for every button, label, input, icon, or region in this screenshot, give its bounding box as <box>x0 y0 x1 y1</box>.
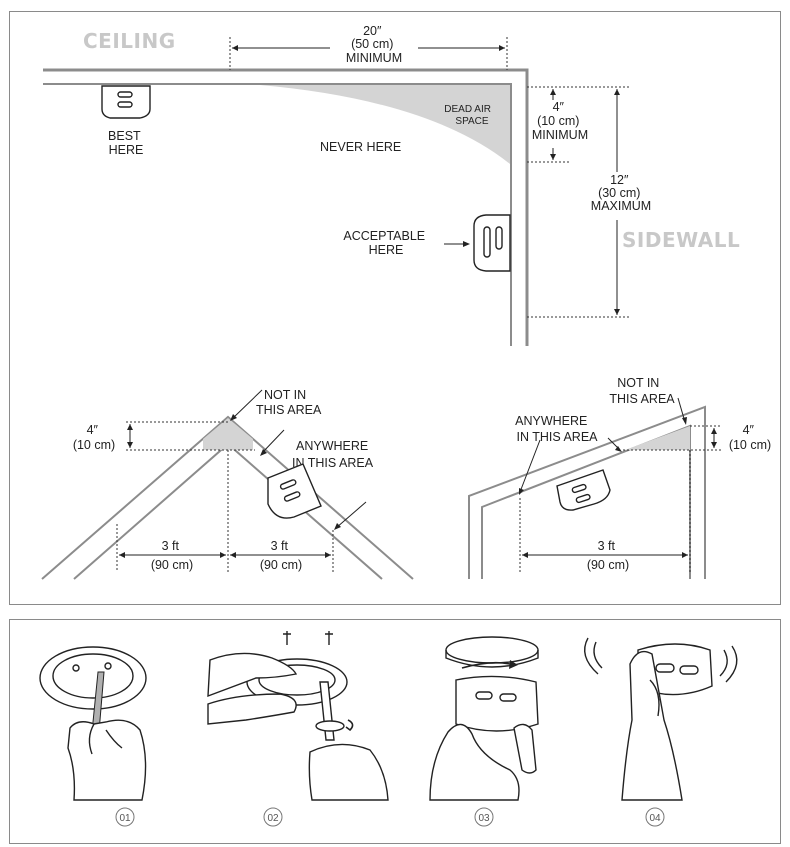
step-04-test-alarm-illustration <box>584 637 738 801</box>
dim-4-min-label: 4″ (10 cm) MINIMUM <box>532 100 588 142</box>
never-here-label: NEVER HERE <box>320 140 401 154</box>
installation-steps: 01 02 03 04 <box>39 631 738 827</box>
ceiling-heading: CEILING <box>83 29 176 53</box>
peak-dim-left-label: 3 ft (90 cm) <box>151 539 193 572</box>
dead-air-space-area <box>260 85 510 164</box>
dead-air-label: DEAD AIR SPACE <box>444 104 493 127</box>
sidewall-heading: SIDEWALL <box>622 228 740 252</box>
smoke-detector-peak-icon <box>267 463 322 519</box>
best-here-label: BEST HERE <box>108 129 144 157</box>
smoke-detector-slope-icon <box>556 469 611 511</box>
installation-steps-panel: 01 02 03 04 <box>9 619 781 844</box>
step-01-mark-holes-illustration <box>39 646 147 801</box>
peak-not-in-area-label: NOT IN THIS AREA <box>256 388 322 417</box>
sound-wave-left-icon <box>584 637 603 675</box>
peak-anywhere-label: ANYWHERE IN THIS AREA <box>292 439 374 470</box>
placement-diagram: CEILING SIDEWALL DEAD AIR SPACE 20″ (50 … <box>41 24 771 580</box>
slope-dim-4-label: 4″ (10 cm) <box>729 423 771 452</box>
step-01-number: 01 <box>119 813 131 824</box>
ceiling-outer-line <box>43 68 529 346</box>
step-03-number: 03 <box>478 813 490 824</box>
step-02-number: 02 <box>267 813 279 824</box>
dim-20-label: 20″ (50 cm) MINIMUM <box>346 24 402 65</box>
smoke-detector-wall-icon <box>473 214 511 272</box>
peaked-roof-outer <box>41 415 414 580</box>
slope-not-in-area-label: NOT IN THIS AREA <box>609 376 675 406</box>
sound-wave-right-icon <box>719 645 738 683</box>
smoke-detector-ceiling-icon <box>101 85 151 119</box>
ceiling-inner-line <box>43 83 512 346</box>
slope-dim-3ft-label: 3 ft (90 cm) <box>587 539 629 572</box>
sloped-roof-outer <box>468 405 706 579</box>
peak-dead-air-area <box>203 418 253 450</box>
rotate-arrow-icon <box>461 661 511 669</box>
placement-diagram-panel: CEILING SIDEWALL DEAD AIR SPACE 20″ (50 … <box>9 11 781 605</box>
step-03-attach-detector-illustration <box>429 636 539 801</box>
peak-dim-4-label: 4″ (10 cm) <box>73 423 115 452</box>
slope-dead-air-area <box>625 426 690 450</box>
dim-12-max-label: 12″ (30 cm) MAXIMUM <box>591 173 651 213</box>
step-02-screw-plate-illustration <box>207 631 389 801</box>
step-04-number: 04 <box>649 813 661 824</box>
screw-icon <box>283 631 333 645</box>
peak-dim-right-label: 3 ft (90 cm) <box>260 539 302 572</box>
acceptable-here-label: ACCEPTABLE HERE <box>343 229 428 257</box>
slope-anywhere-label: ANYWHERE IN THIS AREA <box>515 414 598 444</box>
